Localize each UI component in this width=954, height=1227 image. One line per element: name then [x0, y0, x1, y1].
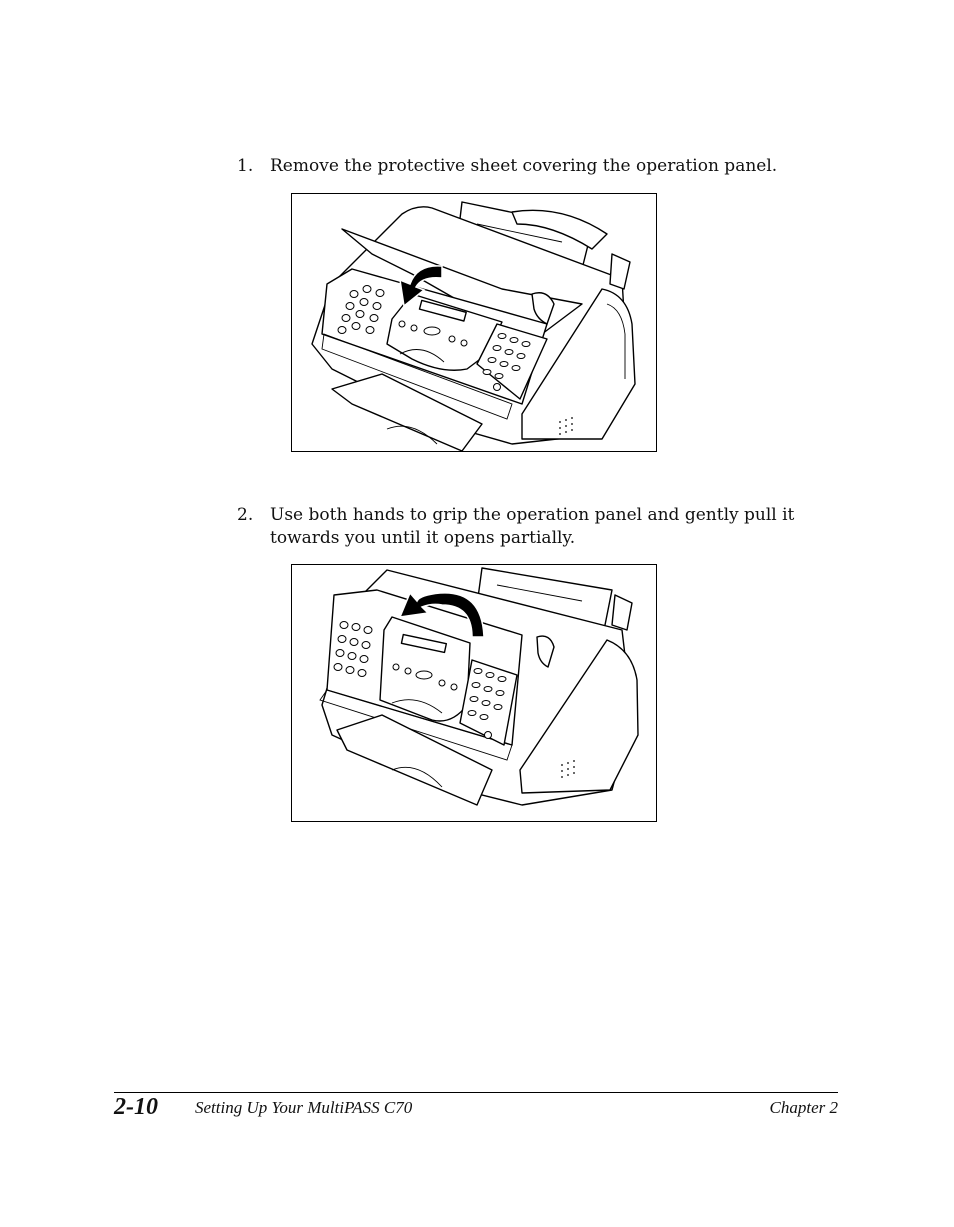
- arrow-icon: [399, 265, 443, 308]
- step-text: Use both hands to grip the operation pan…: [270, 505, 795, 548]
- page-number: 2-10: [114, 1094, 158, 1120]
- footer-rule: [114, 1092, 838, 1093]
- fax-machine-icon: [311, 201, 636, 451]
- speaker-grill-icon: [561, 760, 575, 778]
- figure-open-operation-panel: [291, 564, 657, 822]
- step-text: Remove the protective sheet covering the…: [270, 156, 778, 176]
- figure-remove-protective-sheet: [291, 193, 657, 452]
- step-number: 2.: [237, 505, 254, 525]
- fax-machine-icon: [319, 567, 639, 806]
- speaker-grill-icon: [559, 417, 573, 435]
- footer-chapter: Chapter 2: [769, 1098, 838, 1117]
- curved-arrow-icon: [398, 591, 485, 638]
- step-number: 1.: [237, 156, 254, 176]
- footer-title: Setting Up Your MultiPASS C70: [195, 1098, 413, 1117]
